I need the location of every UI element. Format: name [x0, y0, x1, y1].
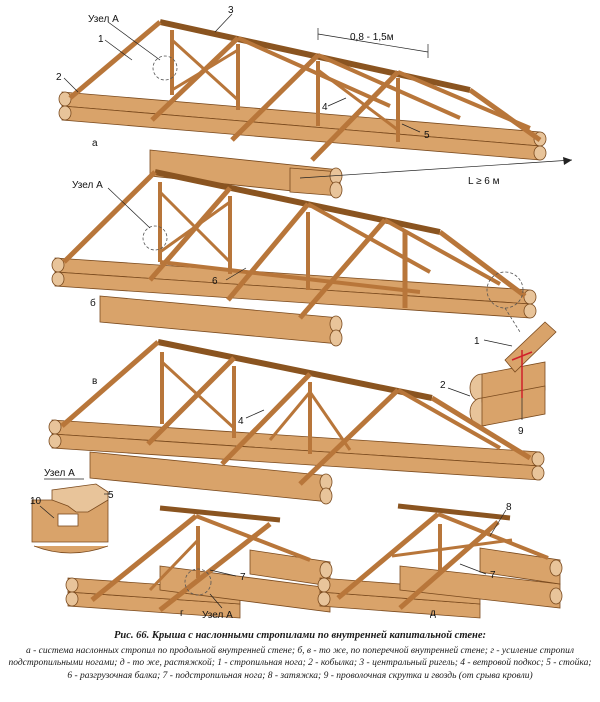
diagram-a-posts	[170, 30, 400, 142]
detail-wire-twist: 1 2 9	[440, 307, 557, 437]
variant-label-g: г	[180, 608, 184, 619]
figure-caption: Рис. 66. Крыша с наслонными стропилами п…	[6, 630, 594, 700]
node-a-marker-2	[142, 225, 168, 251]
diagram-v: 4 в	[48, 339, 545, 505]
diagram-b: Узел А 6 б	[51, 169, 537, 347]
callout-2-detail: 2	[440, 380, 446, 391]
variant-label-a: а	[92, 138, 98, 149]
callout-7-g: 7	[240, 572, 246, 583]
diagram-a-rafters	[68, 20, 542, 162]
callout-9-detail: 9	[518, 426, 524, 437]
diagram-b-posts	[158, 182, 421, 308]
callout-6-b: 6	[212, 276, 218, 287]
node-a-label-1: Узел А	[88, 14, 119, 25]
callout-4-v: 4	[238, 416, 244, 427]
callout-5-node: 5	[108, 490, 114, 501]
diagram-v-posts	[160, 352, 352, 454]
callout-5-a: 5	[424, 130, 430, 141]
diagram-v-logs	[48, 419, 545, 505]
node-a-detail: Узел А 10 5	[30, 468, 114, 554]
callout-1-detail: 1	[474, 336, 480, 347]
node-a-marker-1	[152, 55, 178, 81]
node-a-label-3: Узел А	[202, 610, 233, 621]
diagram-a: 0,8 - 1,5м L ≥ 6 м Узел А 1 2 3 4 5 а	[56, 5, 573, 199]
roof-diagram: 0,8 - 1,5м L ≥ 6 м Узел А 1 2 3 4 5 а	[30, 5, 573, 621]
caption-body: а - система наслонных стропил по продоль…	[8, 645, 592, 681]
callout-8-d: 8	[506, 502, 512, 513]
diagram-a-logs	[58, 91, 547, 199]
callout-4-a: 4	[322, 102, 328, 113]
callout-1-a: 1	[98, 34, 104, 45]
node-a-label-2: Узел А	[72, 180, 103, 191]
detail-marker	[486, 271, 524, 309]
diagram-v-rafters	[60, 340, 532, 486]
diagram-b-rafters	[62, 170, 527, 320]
callout-10-node: 10	[30, 496, 42, 507]
variant-label-v: в	[92, 376, 97, 387]
node-a-marker-3	[184, 568, 212, 596]
node-a-label-detail: Узел А	[44, 468, 75, 479]
callout-7-d: 7	[490, 570, 496, 581]
variant-label-d: д	[430, 608, 436, 619]
diagram-b-logs	[51, 257, 537, 347]
caption-title: Рис. 66. Крыша с наслонными стропилами п…	[114, 630, 486, 641]
callout-3-a: 3	[228, 5, 234, 16]
variant-label-b: б	[90, 297, 96, 309]
dimension-spacing-label: 0,8 - 1,5м	[350, 32, 394, 43]
callout-2-a: 2	[56, 72, 62, 83]
diagram-d: 8 7 д	[317, 502, 563, 619]
dimension-span-label: L ≥ 6 м	[468, 176, 500, 187]
